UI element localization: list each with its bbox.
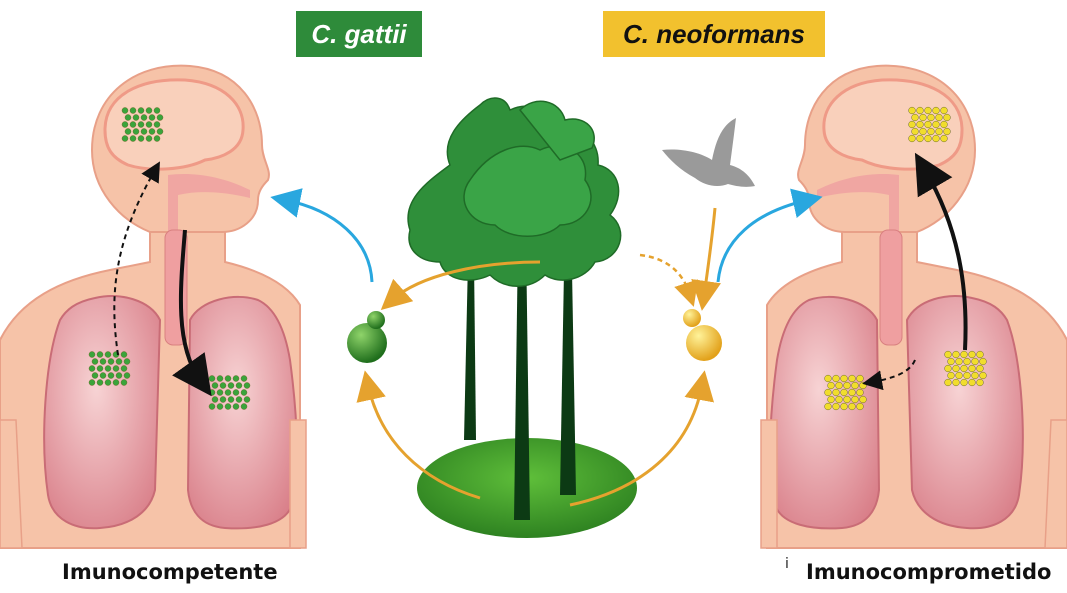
right-lung-right xyxy=(770,297,879,528)
gattii-yeast-icon xyxy=(347,311,387,363)
tree-trunk-3 xyxy=(560,270,576,495)
left-arm-right xyxy=(290,420,306,548)
lung-cell-cluster-right xyxy=(945,351,987,386)
right-arm-left xyxy=(761,420,777,548)
left-lung-right xyxy=(188,297,297,528)
pigeon-icon xyxy=(662,118,755,187)
left-lung-left xyxy=(44,296,160,528)
arrow-pigeon-to-neoformans xyxy=(704,208,715,296)
tree-canopy xyxy=(408,98,621,286)
left-person xyxy=(0,66,306,548)
stray-mark: i xyxy=(785,556,789,572)
lung-cell-cluster-left xyxy=(825,375,867,410)
brain-cell-cluster xyxy=(909,107,951,142)
arrow-tree-to-neoformans-dashed xyxy=(640,255,690,295)
c-neoformans-label: C. neoformans xyxy=(603,11,825,57)
right-person xyxy=(761,66,1067,548)
arrow-neoformans-to-right-person xyxy=(718,200,808,282)
center-environment xyxy=(285,98,808,538)
arrow-gattii-to-left-person xyxy=(285,200,372,282)
c-gattii-label: C. gattii xyxy=(296,11,422,57)
tree-trunk-1 xyxy=(464,260,476,440)
immunocompetent-caption: Imunocompetente xyxy=(62,560,278,584)
right-trachea xyxy=(880,230,902,345)
immunocompromised-caption: Imunocomprometido xyxy=(806,560,1051,584)
neoformans-yeast-icon xyxy=(683,309,722,361)
